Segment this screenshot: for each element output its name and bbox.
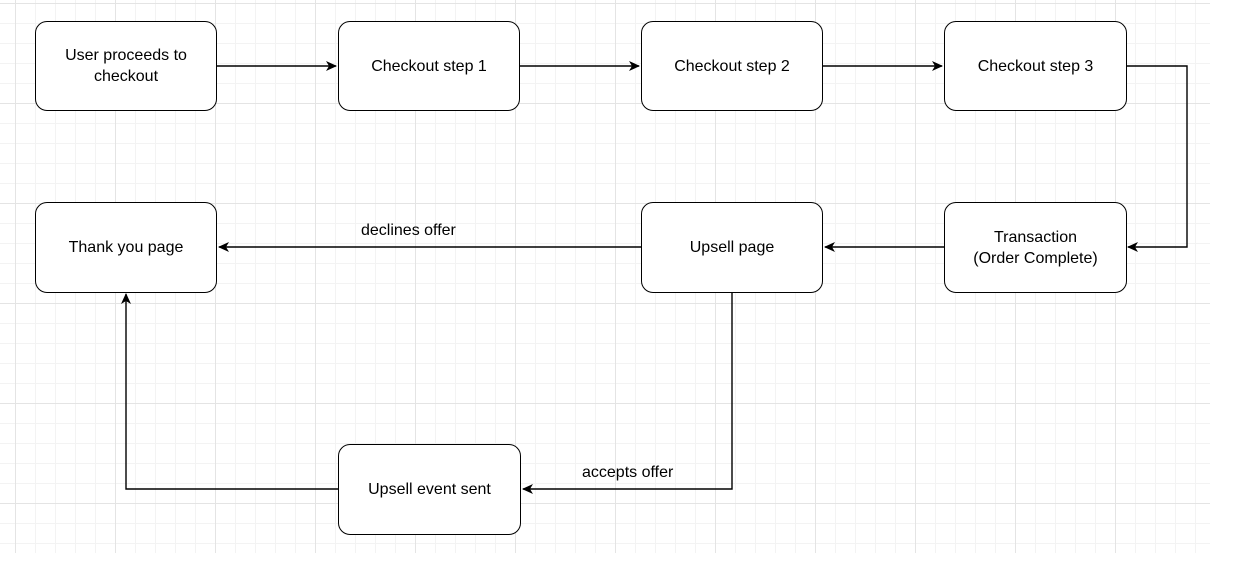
node-checkout-step-2[interactable]: Checkout step 2 bbox=[641, 21, 823, 111]
edge-upsell-to-upsell-event bbox=[522, 292, 733, 494]
edge-label-declines-offer: declines offer bbox=[361, 222, 456, 239]
node-label: Thank you page bbox=[68, 239, 184, 256]
node-checkout-step-3[interactable]: Checkout step 3 bbox=[944, 21, 1127, 111]
node-label: Checkout step 2 bbox=[674, 57, 790, 75]
node-label: Upsell event sent bbox=[368, 481, 491, 498]
edge-upsell-event-to-thankyou bbox=[121, 293, 338, 490]
node-label: Checkout step 1 bbox=[371, 57, 487, 75]
node-label: Upsell page bbox=[689, 239, 775, 256]
node-thank-you-page[interactable]: Thank you page bbox=[35, 202, 217, 293]
node-label: Checkout step 3 bbox=[977, 57, 1094, 75]
node-checkout-step-1[interactable]: Checkout step 1 bbox=[338, 21, 520, 111]
node-upsell-page[interactable]: Upsell page bbox=[641, 202, 823, 293]
node-transaction[interactable]: Transaction (Order Complete) bbox=[944, 202, 1127, 293]
node-label: User proceeds to checkout bbox=[65, 47, 187, 85]
edge-label-accepts-offer: accepts offer bbox=[582, 464, 674, 481]
node-label: Transaction (Order Complete) bbox=[973, 228, 1098, 267]
edge-step3-to-transaction bbox=[1127, 65, 1188, 252]
node-user-proceeds-to-checkout[interactable]: User proceeds to checkout bbox=[35, 21, 217, 111]
node-upsell-event-sent[interactable]: Upsell event sent bbox=[338, 444, 521, 535]
